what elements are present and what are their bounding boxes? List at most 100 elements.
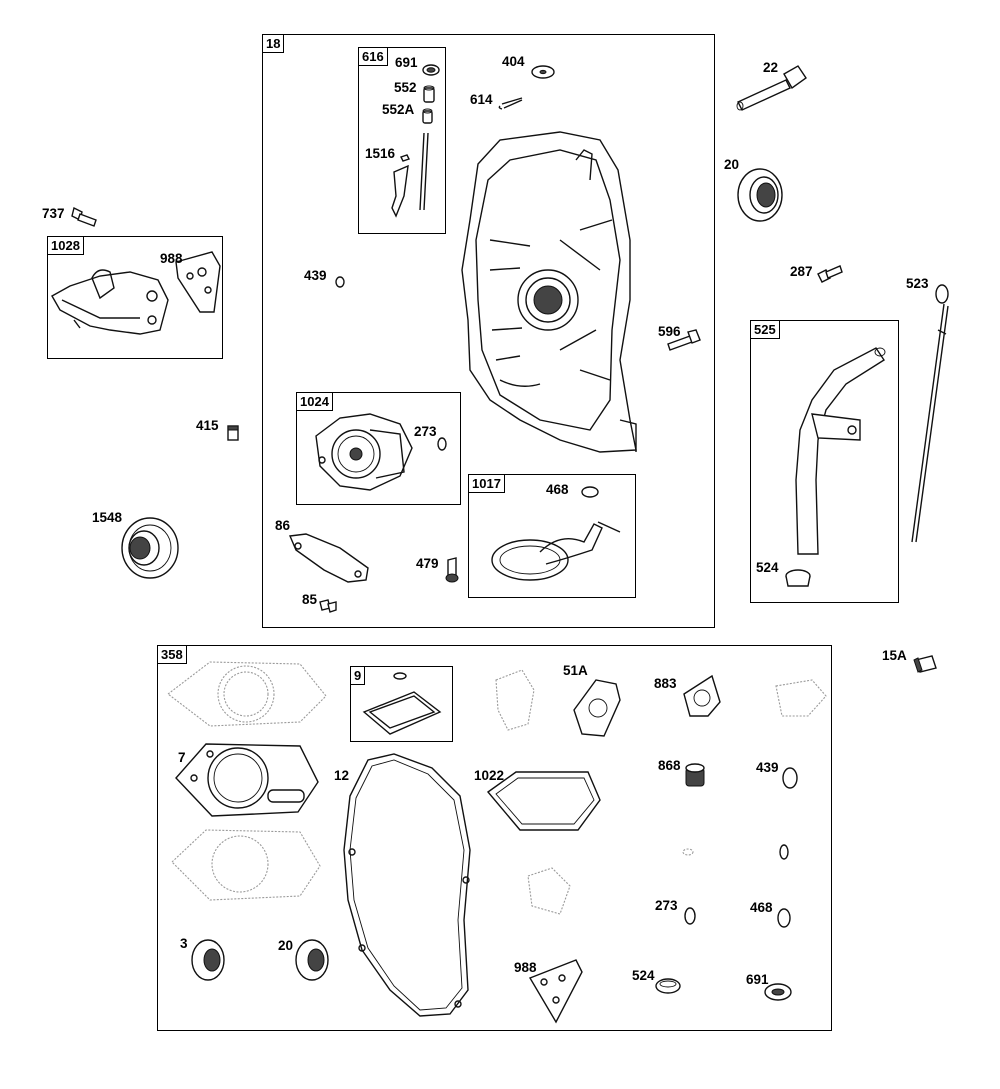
gasket-51a [573,679,621,737]
label-552a: 552A [382,102,415,117]
label-86: 86 [275,518,291,533]
group-tag-616: 616 [359,48,388,66]
bolt-596 [667,329,701,351]
group-tag-1024: 1024 [297,393,333,411]
group-box-616: 616 [358,47,446,234]
oring-ghost-a [682,848,694,856]
group-tag-1028: 1028 [48,237,84,255]
label-868: 868 [658,758,681,773]
label-691-bottom: 691 [746,972,769,987]
group-box-1028: 1028 [47,236,223,359]
seal-691-bottom [764,983,792,1001]
label-524-bottom: 524 [632,968,655,983]
label-737: 737 [42,206,65,221]
label-988-top: 988 [160,251,183,266]
group-box-1024: 1024 [296,392,461,505]
seal-691-top [422,64,440,76]
filter-9 [362,672,442,735]
label-479: 479 [416,556,439,571]
gasket-883 [683,674,721,717]
oring-273-bottom [684,907,696,925]
label-7: 7 [178,750,186,765]
label-439-bottom: 439 [756,760,779,775]
bolt-737 [71,206,97,227]
oil-pickup-1017 [491,521,621,581]
dipstick-523 [911,284,949,543]
cotter-pin-614 [498,97,523,110]
label-988-bottom: 988 [514,960,537,975]
dipstick-tube-525 [795,347,886,555]
label-439-top: 439 [304,268,327,283]
label-15a: 15A [882,648,907,663]
label-273-top: 273 [414,424,437,439]
label-20-top: 20 [724,157,740,172]
label-85: 85 [302,592,318,607]
bushing-552 [423,85,435,103]
crankcase-gasket-12 [343,753,471,1017]
oil-seal-20-bottom [295,939,329,981]
cover-plate-86 [288,533,369,583]
label-415: 415 [196,418,219,433]
group-box-18: 18 [262,34,715,628]
gasket-ghost-b [527,867,571,915]
label-468-bottom: 468 [750,900,773,915]
plug-524-bottom [655,978,681,994]
group-box-358: 358 [157,645,832,1031]
label-523: 523 [906,276,929,291]
label-468-top: 468 [546,482,569,497]
label-1516: 1516 [365,146,396,161]
gasket-988-top [175,251,221,313]
oring-ghost-b [779,844,789,860]
plug-524-top [785,569,811,587]
bolt-85 [319,599,337,613]
label-20-bottom: 20 [278,938,294,953]
label-552: 552 [394,80,417,95]
oring-439-top [335,276,345,288]
label-273-bottom: 273 [655,898,678,913]
oil-seal-20-top [737,168,783,222]
label-404: 404 [502,54,525,69]
oring-468-bottom [777,908,791,928]
head-gasket-ghost-top [167,661,327,727]
oring-468-top [581,486,599,498]
gasket-988-bottom [528,959,583,1024]
group-box-9: 9 [350,666,453,742]
label-22: 22 [763,60,779,75]
label-287: 287 [790,264,813,279]
label-51a: 51A [563,663,588,678]
label-691-top: 691 [395,55,418,70]
label-614: 614 [470,92,493,107]
group-tag-358: 358 [158,646,187,664]
oil-seal-3 [191,939,225,981]
head-gasket-7 [175,743,319,817]
label-12: 12 [334,768,350,783]
head-gasket-ghost-bottom [171,829,321,901]
group-box-1017: 1017 [468,474,636,598]
oil-pump-1024 [315,413,413,491]
label-1548: 1548 [92,510,123,525]
bushing-552a [422,108,433,124]
bolt-287 [817,265,843,283]
group-box-525: 525 [750,320,899,603]
oring-273-top [437,437,447,451]
washer-404 [531,65,555,79]
oil-pump-housing-1028 [51,269,169,335]
gasket-ghost-c [775,679,827,717]
bolt-479 [445,557,459,583]
label-883: 883 [654,676,677,691]
bearing-1548 [121,517,179,579]
plug-15a [913,655,937,673]
group-tag-525: 525 [751,321,780,339]
label-596: 596 [658,324,681,339]
valve-seal-868 [685,763,705,787]
label-524-top: 524 [756,560,779,575]
group-tag-18: 18 [263,35,285,53]
group-tag-9: 9 [351,667,366,685]
group-tag-1017: 1017 [469,475,505,493]
label-1022: 1022 [474,768,505,783]
bolt-22 [736,65,807,111]
gasket-ghost-a [495,669,535,731]
crankcase-cover [461,131,637,453]
